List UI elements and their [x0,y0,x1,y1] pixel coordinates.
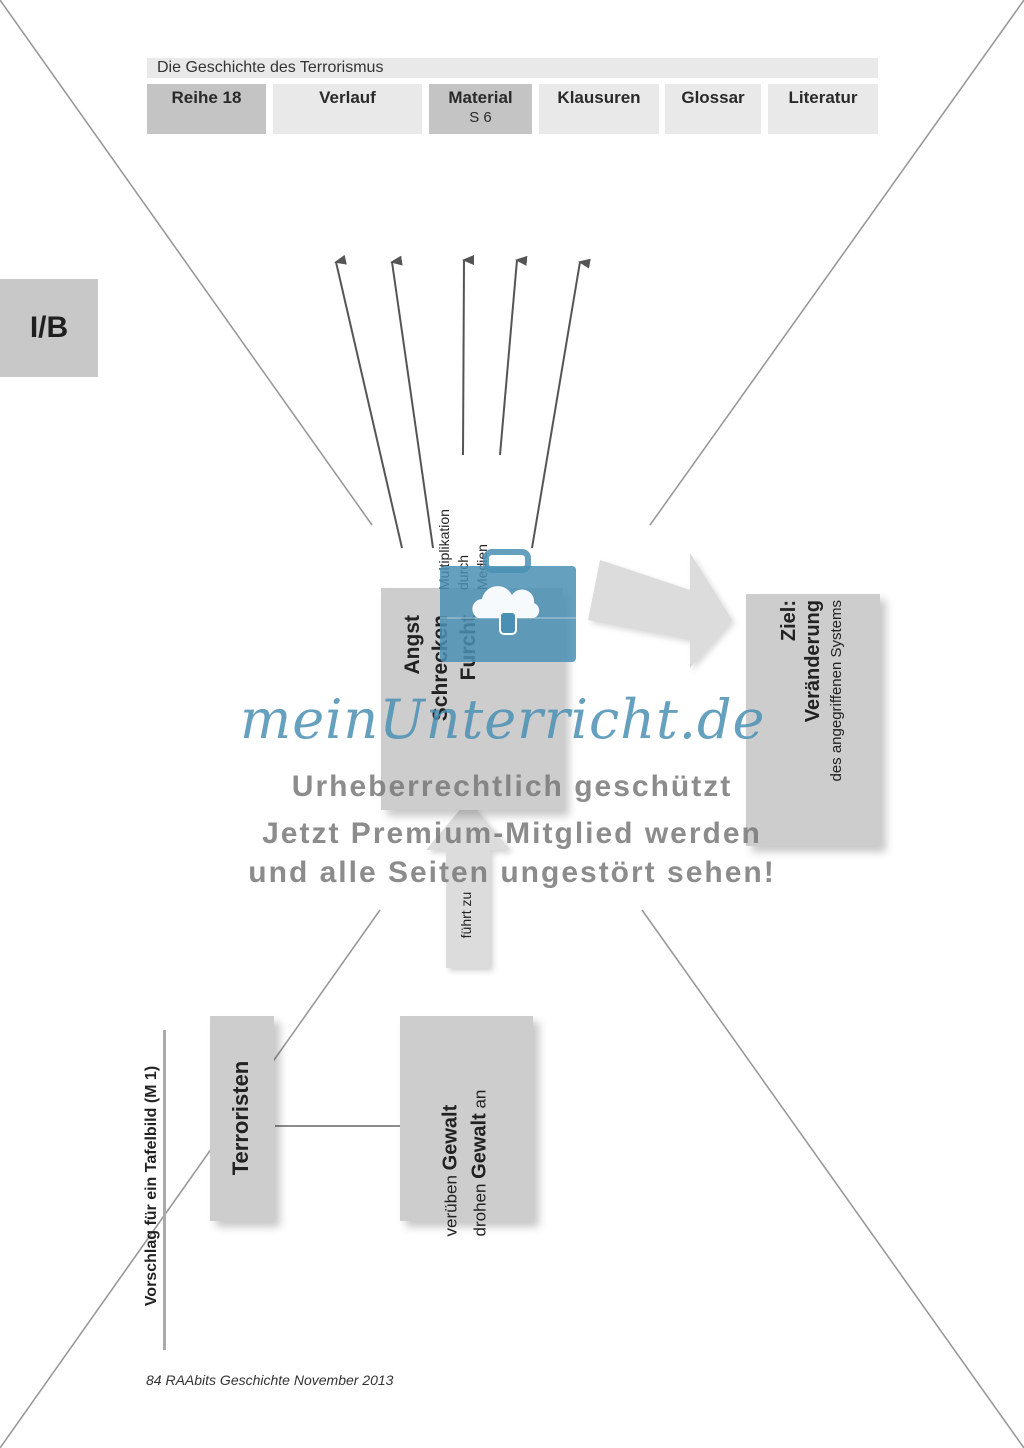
tab-literatur[interactable]: Literatur [768,84,878,134]
tab-verlauf[interactable]: Verlauf [273,84,422,134]
terroristen-box: Terroristen [210,1016,274,1221]
tab-material-page: S 6 [469,109,492,126]
briefcase-cloud-icon [440,549,576,662]
media-arrow-3 [462,255,475,456]
tab-material[interactable]: Material S 6 [429,84,532,134]
media-arrow-1 [334,254,403,549]
media-arrow-2 [390,255,434,549]
document-title: Die Geschichte des Terrorismus [157,59,384,76]
media-arrow-4 [499,255,528,456]
media-arrow-5 [531,258,591,549]
watermark-line3: und alle Seiten ungestört sehen! [248,856,776,889]
watermark-line2: Jetzt Premium-Mitglied werden [262,817,762,850]
watermark-line1: Urheberrechtlich geschützt [291,770,733,803]
section-tab: I/B [0,279,98,377]
document-title-bar: Die Geschichte des Terrorismus [147,58,878,78]
diagram-caption: Vorschlag für ein Tafelbild (M 1) [143,1065,160,1307]
page-footer: 84 RAAbits Geschichte November 2013 [146,1372,394,1388]
tab-klausuren[interactable]: Klausuren [539,84,659,134]
diagonal-line-bottom-left [0,909,381,1448]
big-arrow-right [588,553,732,668]
terroristen-label: Terroristen [228,1060,253,1176]
gewalt-text: verüben Gewalt drohen Gewalt an [439,1089,491,1237]
ziel-sub: des angegriffenen Systems [828,600,845,782]
watermark-logo: meinUnterricht.de [240,688,766,751]
diagonal-line-top-right [649,0,1024,526]
diagonal-line-bottom-right [641,909,1024,1448]
diagonal-line-top-left [0,0,373,526]
up-arrow [426,800,510,968]
gewalt-box: verüben Gewalt drohen Gewalt an [400,1016,533,1237]
tab-reihe[interactable]: Reihe 18 [147,84,266,134]
ziel-value: Veränderung [802,600,824,723]
caption-bar [163,1030,166,1350]
tab-glossar[interactable]: Glossar [665,84,761,134]
ziel-box: Ziel: Veränderung des angegriffenen Syst… [746,594,880,846]
